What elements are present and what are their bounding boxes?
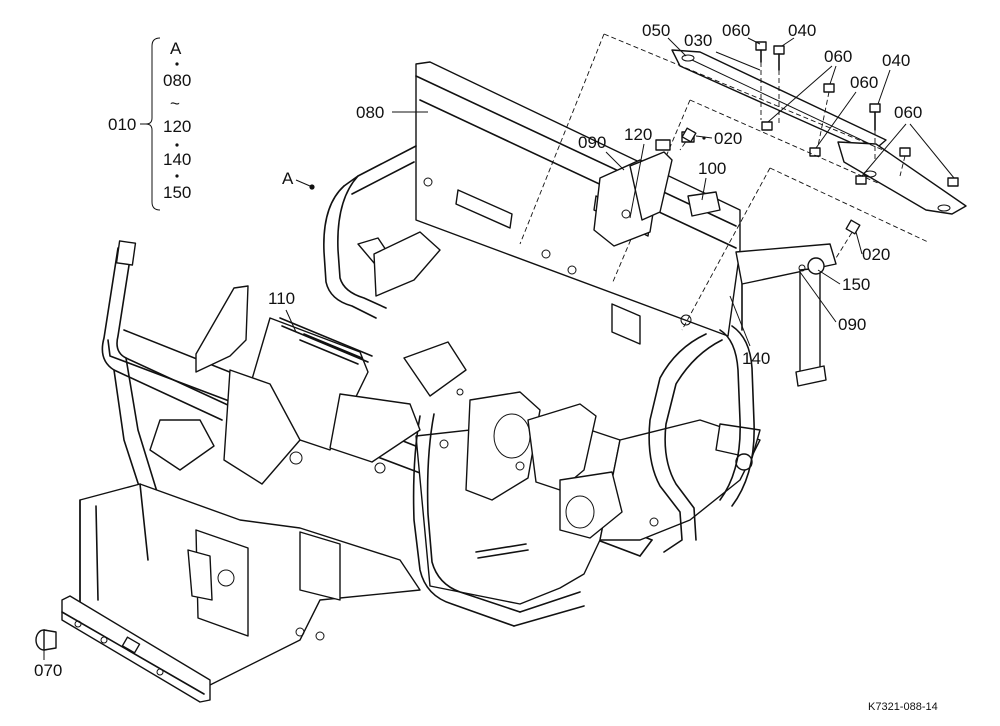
group-item-tilde: ~: [170, 94, 180, 113]
callout-020-a: 020: [714, 129, 742, 148]
callout-030: 030: [684, 31, 712, 50]
callout-070: 070: [34, 661, 62, 680]
bolt-020: [682, 128, 860, 234]
callout-090-b: 090: [838, 315, 866, 334]
view-reference-label: A: [282, 169, 294, 188]
top-cover-plate: [672, 42, 966, 214]
callout-150: 150: [842, 275, 870, 294]
group-item-a: A: [170, 39, 182, 58]
callout-120: 120: [624, 125, 652, 144]
group-item-140: 140: [163, 150, 191, 169]
callout-050: 050: [642, 21, 670, 40]
seat-rail-110: [280, 318, 372, 362]
callout-060-b: 060: [824, 47, 852, 66]
group-item-150: 150: [163, 183, 191, 202]
callout-020-b: 020: [862, 245, 890, 264]
callout-040-a: 040: [788, 21, 816, 40]
group-callout-label: 010: [108, 115, 136, 134]
callout-060-c: 060: [850, 73, 878, 92]
callout-140: 140: [742, 349, 770, 368]
callout-100: 100: [698, 159, 726, 178]
group-callout-010: 010 A 080 ~ 120 140 150: [108, 38, 191, 210]
chassis-frame: [62, 62, 836, 702]
cap-070: [36, 630, 56, 650]
callout-090-a: 090: [578, 133, 606, 152]
drawing-code: K7321-088-14: [868, 701, 938, 713]
view-reference-a: A: [282, 169, 315, 190]
callout-060-a: 060: [722, 21, 750, 40]
callout-110: 110: [268, 289, 295, 308]
callout-040-b: 040: [882, 51, 910, 70]
callout-080: 080: [356, 103, 384, 122]
group-item-080: 080: [163, 71, 191, 90]
callout-060-d: 060: [894, 103, 922, 122]
callouts: 050 030 060 040 060 060 040 060 080 020 …: [34, 21, 954, 680]
group-item-120: 120: [163, 117, 191, 136]
